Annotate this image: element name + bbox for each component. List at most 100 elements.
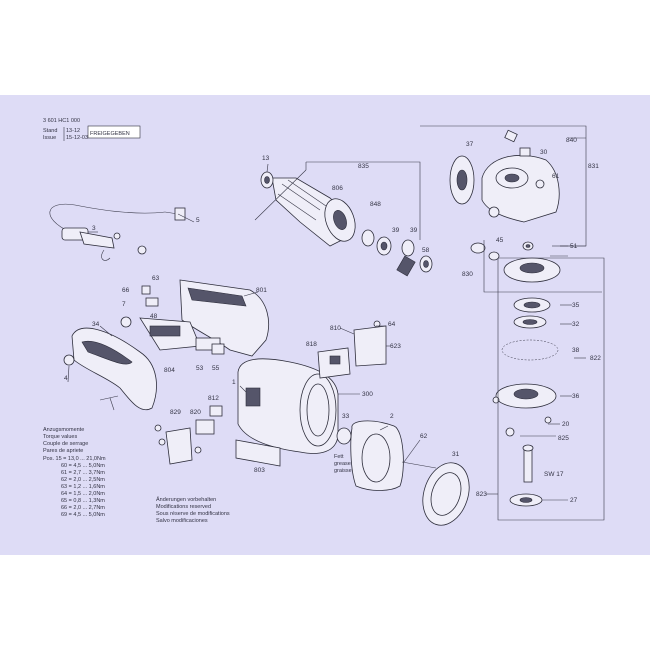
modifications-note: Änderungen vorbehalten Modifications res… (156, 496, 230, 524)
part-label: 840 (566, 137, 577, 144)
o-ring (501, 339, 559, 361)
torque-row: 64 = 1,5 ... 2,0Nm (61, 491, 105, 497)
grease-line: grease (334, 461, 351, 467)
torque-row: 66 = 2,0 ... 2,7Nm (61, 505, 105, 511)
part-label: 2 (390, 413, 394, 420)
part-label: 30 (540, 149, 548, 156)
motor-housing (237, 358, 339, 454)
stand-label: Stand (43, 128, 57, 134)
electronics (317, 320, 387, 379)
part-label: 806 (332, 185, 343, 192)
part-label: 804 (164, 367, 175, 374)
part-label: 58 (422, 247, 430, 254)
part-label: 66 (122, 287, 130, 294)
part-label: 7 (122, 301, 126, 308)
part-label: 32 (572, 321, 580, 328)
part-label: 33 (342, 413, 350, 420)
part-label: 55 (212, 365, 220, 372)
torque-heading: Anzugsmomente (43, 427, 84, 433)
part-label: 300 (362, 391, 373, 398)
modifications-line: Sous réserve de modifications (156, 511, 230, 517)
torque-row: 65 = 0,8 ... 1,3Nm (61, 498, 105, 504)
torque-table: Anzugsmomente Torque values Couple de se… (43, 427, 106, 518)
part-label: 62 (420, 433, 428, 440)
modifications-line: Modifications reserved (156, 504, 211, 510)
part-label: 39 (392, 227, 400, 234)
part-label: 31 (452, 451, 460, 458)
doc-number: 3 601 HC1 000 (43, 118, 80, 124)
part-label: 36 (572, 393, 580, 400)
part-label: 38 (572, 347, 580, 354)
part-label: 820 (190, 409, 201, 416)
part-label: 1 (232, 379, 236, 386)
part-label: 4 (64, 375, 68, 382)
part-label: 818 (306, 341, 317, 348)
release-stamp: FREIGEGEBEN (87, 125, 141, 139)
part-label: 812 (208, 395, 219, 402)
part-label: 825 (558, 435, 569, 442)
part-label: 34 (92, 321, 100, 328)
torque-row: 69 = 4,5 ... 5,0Nm (61, 512, 105, 518)
switch-housing (179, 279, 269, 357)
part-label: 822 (590, 355, 601, 362)
torque-heading: Couple de serrage (43, 441, 88, 447)
part-label: SW 17 (544, 471, 564, 478)
grease-line: Fett (334, 454, 344, 460)
part-label: 3 (92, 225, 96, 232)
bearing-13 (260, 171, 274, 189)
armature-bearings (361, 229, 433, 277)
modifications-line: Salvo modificaciones (156, 518, 208, 524)
torque-row: Pos. 15 = 13,0 ... 21,0Nm (43, 456, 106, 462)
part-label: 803 (254, 467, 265, 474)
part-label: 13 (262, 155, 270, 162)
torque-heading: Pares de apriete (43, 448, 83, 454)
gear-housing (481, 154, 560, 223)
spindle-lock (504, 129, 545, 189)
part-label: 810 (330, 325, 341, 332)
part-number-labels: 13 835 806 848 39 39 58 3 5 63 66 7 48 8… (64, 137, 601, 504)
air-guide-ring (422, 462, 470, 526)
crown-gear (503, 257, 561, 283)
stamp-text: FREIGEGEBEN (90, 131, 130, 137)
stand-value: 13-12 (66, 128, 80, 134)
armature (271, 177, 356, 247)
switch-assembly (120, 285, 225, 355)
gear-bearings (470, 241, 534, 261)
flange-screws (505, 416, 552, 437)
torque-heading: Torque values (43, 434, 77, 440)
modifications-line: Änderungen vorbehalten (156, 496, 216, 503)
spindle (522, 444, 534, 483)
part-label: 835 (358, 163, 369, 170)
spindle-bearings (513, 297, 551, 329)
part-label: 45 (496, 237, 504, 244)
rear-handle (63, 327, 157, 411)
brush-parts (154, 405, 223, 465)
part-label: 27 (570, 497, 578, 504)
leader-lines (67, 163, 586, 501)
part-label: 801 (256, 287, 267, 294)
torque-row: 60 = 4,5 ... 5,0Nm (61, 463, 105, 469)
part-label: 823 (476, 491, 487, 498)
stator (336, 420, 404, 491)
part-label: 48 (150, 313, 158, 320)
part-label: 61 (552, 173, 560, 180)
mounting-flange (509, 493, 543, 507)
part-label: 53 (196, 365, 204, 372)
torque-row: 61 = 2,7 ... 3,7Nm (61, 470, 105, 476)
nameplate (235, 439, 281, 467)
part-label: 5 (196, 217, 200, 224)
part-label: 848 (370, 201, 381, 208)
part-label: 829 (170, 409, 181, 416)
issue-value: 15-12-03 (66, 135, 88, 141)
part-label: 20 (562, 421, 570, 428)
part-label: 831 (588, 163, 599, 170)
part-label: 64 (388, 321, 396, 328)
grease-note: Fett grease graisse (334, 454, 352, 474)
part-label: 37 (466, 141, 474, 148)
part-label: 51 (570, 243, 578, 250)
cord-connector (79, 231, 147, 261)
torque-row: 62 = 2,0 ... 2,5Nm (61, 477, 105, 483)
part-label: 623 (390, 343, 401, 350)
part-label: 35 (572, 302, 580, 309)
